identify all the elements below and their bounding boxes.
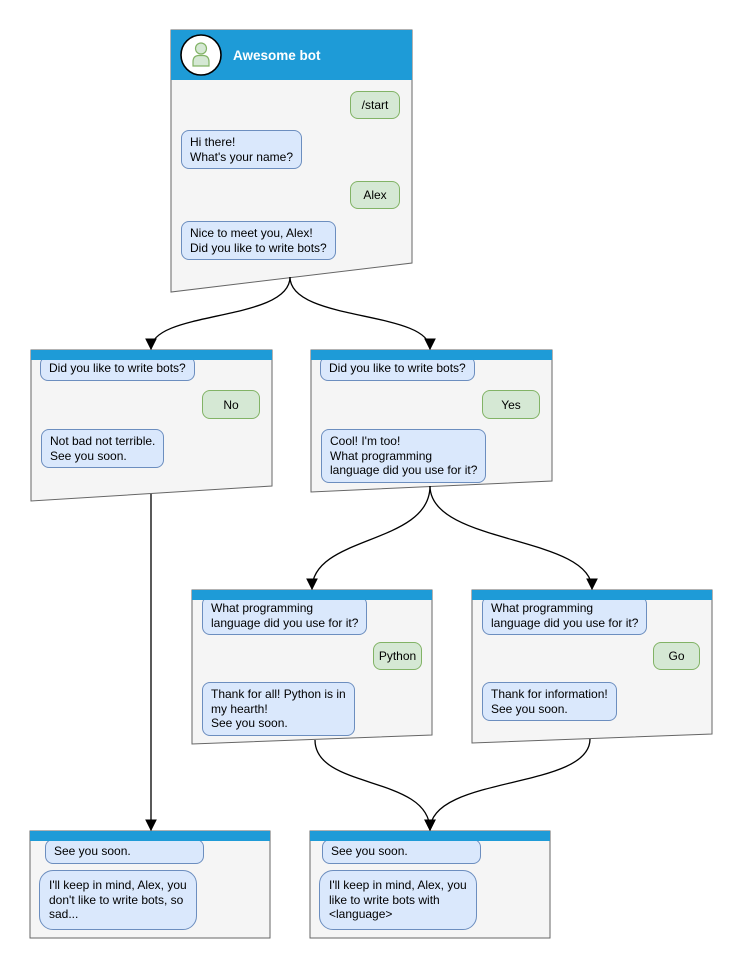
user-message-no: No xyxy=(202,390,260,419)
user-message-name: Alex xyxy=(350,181,400,209)
connector-go-to-end xyxy=(424,738,591,832)
user-message-yes: Yes xyxy=(482,390,540,419)
chat-window-header xyxy=(311,350,552,360)
bot-message-language-question: What programming language did you use fo… xyxy=(202,596,368,636)
bot-message-cool: Cool! I'm too! What programming language… xyxy=(321,429,487,483)
chat-window-header: Awesome bot xyxy=(171,30,412,80)
bot-message-keep-in-mind-no: I'll keep in mind, Alex, you don't like … xyxy=(39,870,197,930)
user-message-python: Python xyxy=(373,642,422,670)
bot-message-see-you-soon: See you soon. xyxy=(45,839,204,864)
bot-message-greeting: Hi there! What's your name? xyxy=(181,130,303,170)
bot-message-thanks-python: Thank for all! Python is in my hearth! S… xyxy=(202,682,355,736)
chat-window-header xyxy=(310,831,550,841)
bot-message-not-bad: Not bad not terrible. See you soon. xyxy=(41,429,165,469)
bot-message-keep-in-mind-yes: I'll keep in mind, Alex, you like to wri… xyxy=(319,870,477,930)
connector-start-to-yes xyxy=(289,276,436,351)
bot-message-question-repeat: Did you like to write bots? xyxy=(40,356,195,381)
chat-window-header xyxy=(30,831,270,841)
chat-window-header xyxy=(192,590,432,600)
user-message-go: Go xyxy=(653,642,700,670)
connector-yes-to-python xyxy=(306,485,431,591)
user-message-start: /start xyxy=(350,91,400,119)
chat-window-title: Awesome bot xyxy=(233,47,321,63)
chat-window-header xyxy=(472,590,712,600)
connector-yes-to-go xyxy=(429,485,598,591)
connector-python-to-end xyxy=(314,739,436,832)
connector-start-to-no xyxy=(145,276,291,351)
bot-message-see-you-soon: See you soon. xyxy=(322,839,481,864)
bot-message-thanks-go: Thank for information! See you soon. xyxy=(482,682,617,722)
bot-avatar-icon xyxy=(180,34,222,76)
bot-message-nice-to-meet: Nice to meet you, Alex! Did you like to … xyxy=(181,221,336,261)
bot-message-language-question: What programming language did you use fo… xyxy=(482,596,648,636)
chat-window-header xyxy=(31,350,272,360)
bot-message-question-repeat: Did you like to write bots? xyxy=(320,356,475,381)
